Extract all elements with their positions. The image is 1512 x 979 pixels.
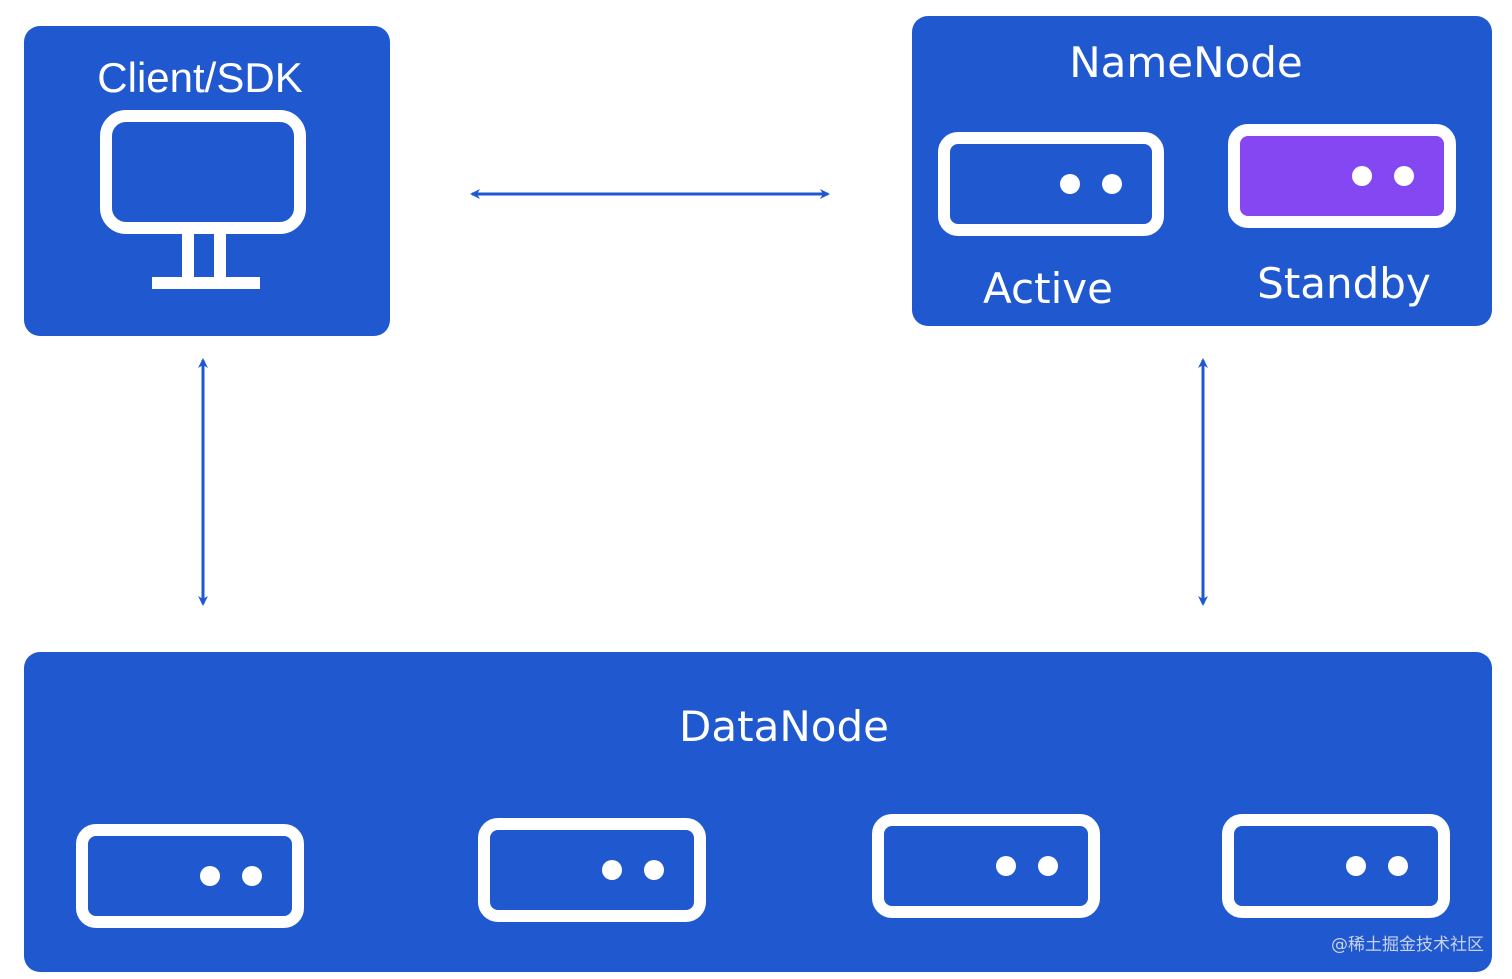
watermark: @稀土掘金技术社区 <box>1331 935 1484 955</box>
server-led-icon <box>1394 166 1414 186</box>
server-led-icon <box>1352 166 1372 186</box>
server-led-icon <box>996 856 1016 876</box>
server-led-icon <box>644 860 664 880</box>
datanode-title: DataNode <box>679 702 889 751</box>
standby-server-icon <box>1228 124 1456 228</box>
datanode-server-4-icon <box>1222 814 1450 918</box>
server-led-icon <box>1388 856 1408 876</box>
client-sdk-title: Client/SDK <box>97 54 303 101</box>
server-led-icon <box>1346 856 1366 876</box>
datanode-server-2-icon <box>478 818 706 922</box>
active-server-icon <box>938 132 1164 236</box>
datanode-server-1-icon <box>76 824 304 928</box>
server-led-icon <box>242 866 262 886</box>
server-led-icon <box>1102 174 1122 194</box>
active-label: Active <box>983 264 1113 313</box>
server-led-icon <box>1038 856 1058 876</box>
namenode-title: NameNode <box>1069 38 1303 87</box>
server-led-icon <box>1060 174 1080 194</box>
server-led-icon <box>200 866 220 886</box>
datanode-server-3-icon <box>872 814 1100 918</box>
server-led-icon <box>602 860 622 880</box>
standby-label: Standby <box>1257 259 1431 308</box>
monitor-icon <box>100 110 306 289</box>
